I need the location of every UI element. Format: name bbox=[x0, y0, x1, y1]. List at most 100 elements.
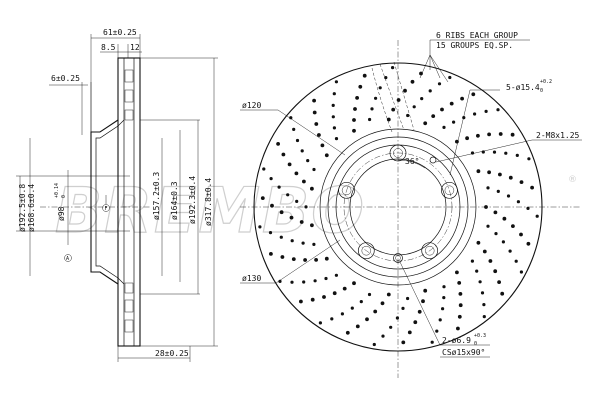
friction-ring-inner-edge bbox=[319, 128, 477, 286]
drilled-hole bbox=[486, 224, 490, 228]
drilled-hole bbox=[496, 108, 500, 112]
bolt-hole-bore bbox=[341, 185, 352, 196]
bolt-hole-bore bbox=[361, 245, 372, 256]
drilled-hole bbox=[502, 216, 507, 221]
drilled-hole bbox=[340, 312, 344, 316]
drilled-hole bbox=[476, 169, 481, 174]
drilled-hole bbox=[498, 132, 503, 136]
drilled-hole bbox=[312, 242, 316, 246]
drilled-hole bbox=[358, 84, 363, 89]
threaded-hole bbox=[429, 156, 437, 164]
drilled-hole bbox=[457, 281, 462, 285]
drilled-hole bbox=[302, 280, 306, 284]
drilled-hole bbox=[320, 143, 325, 148]
drilled-hole bbox=[324, 276, 328, 281]
drilled-hole bbox=[501, 240, 505, 244]
drilled-hole bbox=[423, 121, 428, 126]
drilled-hole bbox=[406, 296, 410, 301]
drilled-hole bbox=[306, 159, 310, 163]
hole-note-tol-lower: 0 bbox=[540, 88, 543, 94]
drilled-hole bbox=[504, 151, 508, 155]
drilled-hole bbox=[334, 80, 338, 84]
drilled-hole bbox=[324, 153, 329, 158]
drilled-hole bbox=[526, 206, 530, 210]
drilled-hole bbox=[302, 179, 306, 184]
drilled-hole bbox=[295, 138, 300, 143]
dim-diameter-98-tol-upper: +0.14 bbox=[54, 183, 60, 198]
drilled-hole bbox=[527, 157, 531, 161]
ribs-note-line-1: 6 RIBS EACH GROUP bbox=[436, 31, 518, 40]
drilled-hole bbox=[493, 269, 498, 274]
drilled-hole bbox=[482, 315, 486, 319]
drilled-hole bbox=[457, 314, 462, 319]
drilled-hole bbox=[530, 185, 534, 190]
drilled-hole bbox=[506, 194, 511, 198]
drilled-hole bbox=[300, 149, 304, 153]
drilled-hole bbox=[303, 258, 307, 262]
small-hole-tol-upper: +0.3 bbox=[474, 333, 486, 339]
drilled-hole bbox=[420, 97, 424, 101]
drilled-hole bbox=[406, 113, 410, 118]
drilled-hole bbox=[478, 280, 482, 284]
drilled-hole bbox=[471, 92, 476, 97]
drilled-hole bbox=[322, 295, 326, 299]
drilled-hole bbox=[268, 231, 273, 235]
drilled-hole bbox=[378, 86, 382, 90]
drilled-hole bbox=[277, 185, 281, 189]
drilled-hole bbox=[372, 342, 376, 347]
drilled-hole bbox=[299, 220, 304, 224]
angle-label: 36° bbox=[405, 157, 419, 166]
dim-disc-thickness: 28±0.25 bbox=[155, 349, 189, 358]
drilled-hole bbox=[417, 309, 422, 314]
drilled-hole bbox=[484, 109, 488, 113]
drilled-hole bbox=[389, 325, 393, 329]
drilled-hole bbox=[401, 306, 405, 310]
drilled-hole bbox=[410, 79, 415, 84]
drilled-hole bbox=[412, 105, 416, 109]
bolt-hole bbox=[338, 181, 355, 199]
dim-diameter-98: ø98 bbox=[57, 206, 66, 221]
drilled-hole bbox=[473, 112, 477, 116]
drilled-hole bbox=[345, 330, 350, 335]
drilled-hole bbox=[362, 73, 367, 78]
drilled-hole bbox=[480, 291, 485, 295]
drilled-hole bbox=[286, 193, 290, 197]
drilled-hole bbox=[262, 167, 266, 171]
drilled-hole bbox=[276, 142, 280, 146]
drilled-hole bbox=[456, 326, 460, 331]
small-hole-tol-lower: 0 bbox=[474, 341, 477, 347]
drilled-hole bbox=[401, 340, 406, 345]
diameter-130-label: ø130 bbox=[242, 274, 261, 283]
datum-a: A bbox=[66, 256, 69, 262]
drilled-hole bbox=[458, 303, 463, 308]
drilled-hole bbox=[440, 107, 444, 112]
drilled-hole bbox=[359, 300, 363, 304]
drilled-hole bbox=[355, 324, 360, 329]
drilled-hole bbox=[312, 167, 316, 172]
diameter-120-label: ø120 bbox=[242, 101, 261, 110]
drilled-hole bbox=[368, 117, 372, 122]
disc-outer-edge bbox=[253, 62, 543, 352]
drilled-hole bbox=[269, 177, 273, 181]
drilled-hole bbox=[374, 96, 378, 100]
drilled-hole bbox=[441, 307, 445, 311]
bolt-hole-bore bbox=[444, 185, 455, 196]
drilled-hole bbox=[352, 118, 356, 122]
watermark-brand: BREMBO bbox=[55, 174, 366, 247]
drilled-hole bbox=[519, 180, 524, 185]
drilled-hole bbox=[350, 306, 354, 310]
drilled-hole bbox=[324, 256, 329, 261]
drilled-hole bbox=[430, 340, 434, 344]
drilled-hole bbox=[289, 116, 293, 120]
drilled-hole bbox=[352, 128, 356, 133]
drilled-hole bbox=[373, 309, 378, 314]
hole-note-tol-upper: +0.2 bbox=[540, 79, 552, 85]
drilled-hole bbox=[258, 225, 262, 229]
bolt-hole bbox=[421, 242, 439, 260]
drilled-hole bbox=[314, 258, 318, 262]
drilled-hole bbox=[449, 101, 454, 106]
hole-note: 5-ø15.4 bbox=[506, 83, 540, 92]
drilled-hole bbox=[421, 299, 425, 304]
dim-diameter-98-tol-lower: 0 bbox=[61, 195, 67, 198]
